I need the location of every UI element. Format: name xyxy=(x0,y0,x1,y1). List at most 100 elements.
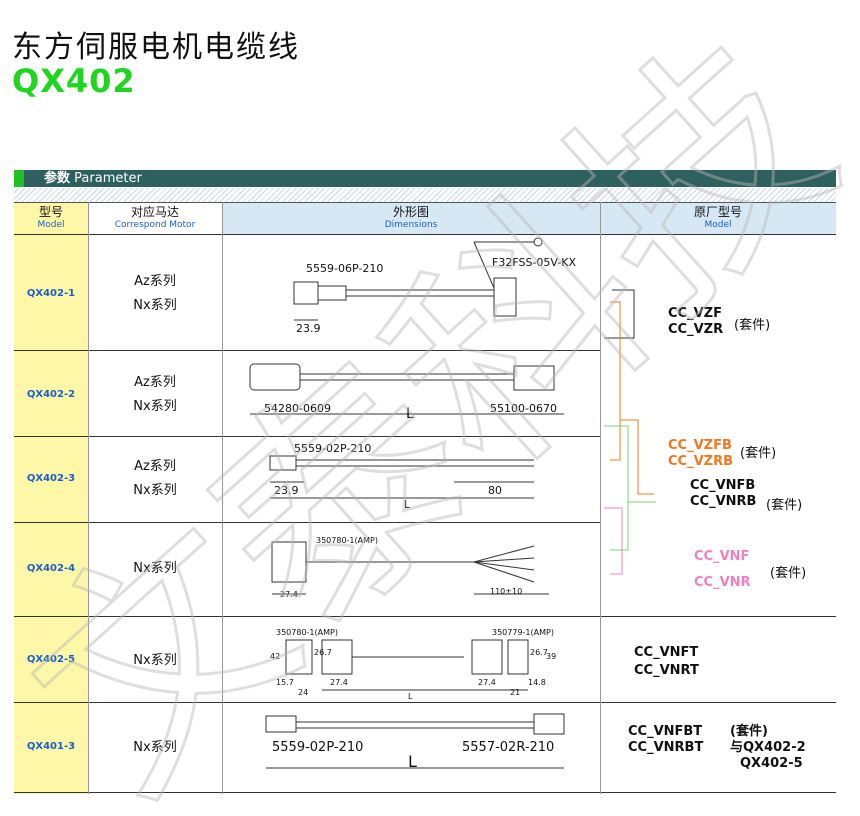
dim-label: 26.7 xyxy=(314,648,332,657)
parameter-bar-marker xyxy=(14,170,24,187)
suite-label: (套件) xyxy=(730,724,768,739)
wire-line xyxy=(473,557,535,563)
orig-model: CC_VZRB xyxy=(668,454,733,469)
dim-label: 350779-1(AMP) xyxy=(492,628,554,637)
model-code: QX402-1 xyxy=(26,288,76,299)
orig-model: CC_VZFB xyxy=(668,438,732,453)
parameter-heading-zh: 参数 xyxy=(44,171,71,186)
bracket-line xyxy=(610,301,621,461)
dim-label: L xyxy=(408,692,413,701)
header-orig-zh: 原厂型号 xyxy=(693,205,742,219)
dim-label: 350780-1(AMP) xyxy=(316,536,378,545)
motor-cell: Az系列 Nx系列 xyxy=(88,371,222,419)
wire-line xyxy=(473,241,495,289)
orig-model-group: CC_VNFB CC_VNRB xyxy=(690,478,756,510)
grid-line xyxy=(14,616,836,617)
connector-shape xyxy=(269,455,297,471)
grid-line xyxy=(14,792,836,793)
dim-label: 110±10 xyxy=(490,587,523,596)
motor-series: Nx系列 xyxy=(133,399,177,414)
grid-line xyxy=(222,202,223,794)
motor-series: Nx系列 xyxy=(133,483,177,498)
orig-model: CC_VNR xyxy=(694,575,751,590)
connector-shape xyxy=(513,365,555,391)
model-code: QX402-3 xyxy=(26,473,76,484)
dim-label: F32FSS-05V-KX xyxy=(492,256,576,269)
header-dim-en: Dimensions xyxy=(384,220,438,230)
motor-series: Nx系列 xyxy=(133,653,177,668)
connector-shape xyxy=(317,285,347,301)
dim-label: 27.4 xyxy=(280,590,298,599)
dim-label: 5559-02P-210 xyxy=(294,442,372,455)
wire-line xyxy=(473,561,535,583)
orig-model: CC_VNFT xyxy=(634,645,699,660)
parameter-table: 型号 Model 对应马达 Correspond Motor 外形图 Dimen… xyxy=(14,202,836,794)
header-model-zh: 型号 xyxy=(38,205,63,219)
dim-label: 21 xyxy=(510,688,521,697)
parameter-heading: 参数 Parameter xyxy=(44,170,142,187)
dim-label: 350780-1(AMP) xyxy=(276,628,338,637)
grid-line xyxy=(14,436,600,437)
connector-shape xyxy=(265,715,297,733)
dim-label: 42 xyxy=(270,652,281,661)
dim-label: 54280-0609 xyxy=(264,402,331,415)
suite-reference: 与QX402-2 xyxy=(730,740,806,755)
motor-cell: Az系列 Nx系列 xyxy=(88,270,222,318)
orig-model: CC_VZR xyxy=(668,322,724,337)
dim-label: 26.7 xyxy=(530,648,548,657)
grid-line xyxy=(88,202,89,794)
connector-shape xyxy=(493,277,517,317)
orig-model-group: CC_VNF CC_VNR xyxy=(694,544,751,596)
header-motor-en: Correspond Motor xyxy=(114,220,196,230)
model-code: QX401-3 xyxy=(26,741,76,752)
header-motor-zh: 对应马达 xyxy=(130,205,179,219)
page-title: 东方伺服电机电缆线 xyxy=(12,30,300,65)
dim-label: 23.9 xyxy=(274,484,299,497)
orig-model: CC_VNRBT xyxy=(628,740,704,755)
suite-label: (套件) xyxy=(766,498,803,513)
dim-label: 27.4 xyxy=(330,678,348,687)
orig-model: CC_VNFBT xyxy=(628,724,703,739)
dim-label: 27.4 xyxy=(478,678,496,687)
motor-series: Nx系列 xyxy=(133,561,177,576)
header-dimensions: 外形图 Dimensions xyxy=(222,202,600,234)
wire-line xyxy=(473,561,535,571)
header-original-model: 原厂型号 Model xyxy=(600,202,836,234)
grid-line xyxy=(14,702,836,703)
dim-label: 23.9 xyxy=(296,322,321,335)
motor-cell: Az系列 Nx系列 xyxy=(88,455,222,503)
dim-label: 15.7 xyxy=(276,678,294,687)
header-model-en: Model xyxy=(37,220,65,230)
dim-label: 55100-0670 xyxy=(490,402,557,415)
model-code: QX402-5 xyxy=(26,654,76,665)
motor-cell: Nx系列 xyxy=(88,557,222,581)
orig-model-group: CC_VZFB CC_VZRB xyxy=(668,438,733,470)
header-dim-zh: 外形图 xyxy=(392,205,429,219)
grid-line xyxy=(14,522,600,523)
dim-label: 5559-06P-210 xyxy=(306,262,384,275)
motor-series: Az系列 xyxy=(134,459,176,474)
connector-shape xyxy=(507,639,529,675)
header-motor: 对应马达 Correspond Motor xyxy=(88,202,222,234)
suite-label: (套件) xyxy=(740,446,777,461)
header-orig-en: Model xyxy=(704,220,732,230)
suite-reference: QX402-5 xyxy=(740,756,803,771)
connector-shape xyxy=(249,363,301,391)
suite-label: (套件) xyxy=(770,566,807,581)
dim-label: 39 xyxy=(546,652,557,661)
dim-label: 5557-02R-210 xyxy=(462,740,555,755)
connector-shape xyxy=(285,639,313,675)
connector-shape xyxy=(471,639,503,675)
ring-terminal xyxy=(533,237,543,247)
grid-line xyxy=(14,350,600,351)
product-code: QX402 xyxy=(12,62,136,100)
orig-model-group: CC_VNFT CC_VNRT xyxy=(634,644,699,680)
orig-model: CC_VZF xyxy=(668,306,722,321)
connector-shape xyxy=(293,281,319,305)
motor-series: Nx系列 xyxy=(133,740,177,755)
dim-label: L xyxy=(406,406,414,422)
dim-label: 5559-02P-210 xyxy=(272,740,364,755)
orig-model: CC_VNRT xyxy=(634,663,699,678)
orig-model: CC_VNFB xyxy=(690,478,756,493)
motor-cell: Nx系列 xyxy=(88,736,222,760)
